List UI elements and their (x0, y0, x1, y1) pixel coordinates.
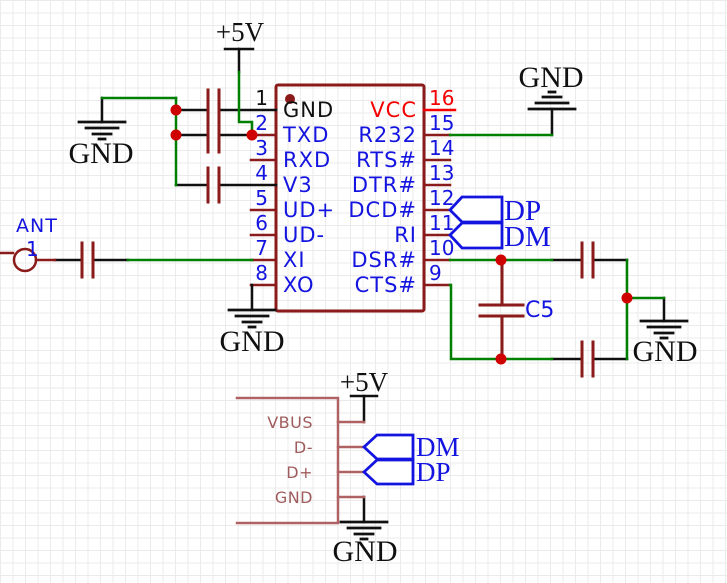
antenna-connector (0, 247, 57, 273)
capacitor-top-1 (206, 88, 221, 128)
ic-pin-name-v3: V3 (283, 173, 313, 197)
gnd-top-left-label: GND (68, 137, 134, 170)
gnd-mid-right-label: GND (632, 335, 698, 368)
net-flag-dm-bottom-label: DM (416, 432, 460, 462)
capacitor-right-bottom (580, 340, 595, 378)
gnd-below-ic-label: GND (219, 325, 285, 358)
ground-top-right-inverted (527, 90, 577, 111)
ic-pin-name-gnd: GND (283, 98, 335, 122)
antenna-pin-number: 1 (26, 237, 39, 261)
ic-pin-name-udp: UD+ (283, 198, 336, 222)
capacitor-right-top (580, 241, 595, 279)
plus5v-top-label: +5V (215, 17, 265, 47)
ic-pin-number-9: 9 (429, 261, 442, 285)
ic-pin-name-dtr: DTR# (351, 173, 417, 197)
ic-pin-name-vcc: VCC (370, 98, 417, 122)
ic-pin-number-12: 12 (429, 186, 455, 210)
ic-pin-name-ri: RI (394, 223, 417, 247)
ic-pin-number-6: 6 (255, 211, 268, 235)
usb-pin-label-vbus: VBUS (267, 413, 313, 432)
ic-body (274, 83, 426, 313)
capacitor-v3 (206, 166, 221, 204)
ic-pin-number-13: 13 (429, 161, 455, 185)
ic-pin-name-xi: XI (283, 248, 306, 272)
ic-pin-number-2: 2 (255, 111, 268, 135)
ic-pin-name-dsr: DSR# (351, 248, 417, 272)
plus5v-bottom-label: +5V (339, 367, 389, 397)
ic-pin-name-rxd: RXD (283, 148, 332, 172)
net-flag-dm-top-label: DM (504, 221, 551, 253)
ic-pin-number-8: 8 (255, 261, 268, 285)
ic-pin-name-xo: XO (283, 273, 315, 297)
ic-pin-number-14: 14 (429, 136, 455, 160)
ic-pin-number-5: 5 (255, 186, 268, 210)
net-flag-dp-bottom-label: DP (416, 457, 451, 487)
antenna-label: ANT (16, 215, 58, 237)
ground-below-ic (227, 308, 277, 329)
ic-pin-name-udm: UD- (283, 223, 326, 247)
ic-pin-number-4: 4 (255, 161, 268, 185)
capacitor-plates (80, 88, 595, 378)
ic-pin-name-r232: R232 (358, 123, 417, 147)
ic-pin-name-cts: CTS# (354, 273, 417, 297)
ic-pin-name-txd: TXD (283, 123, 330, 147)
ic-pin-number-11: 11 (429, 211, 455, 235)
capacitor-c5 (478, 258, 525, 361)
ic-pin1-marker (285, 94, 295, 104)
ic-pin-name-rts: RTS# (356, 148, 417, 172)
net-flag-shapes (361, 195, 504, 486)
capacitor-c5-label: C5 (525, 298, 555, 323)
ic-pin-number-3: 3 (255, 136, 268, 160)
net-flag-dp-bottom (361, 458, 415, 486)
capacitor-top-2 (206, 116, 221, 154)
capacitor-antenna (80, 241, 95, 279)
usb-pin-label-dplus: D+ (286, 463, 313, 482)
usb-pin-label-dminus: D- (293, 438, 313, 457)
ground-symbols (77, 90, 689, 541)
ic-pin-number-16: 16 (429, 86, 455, 110)
ic-pin-stubs (249, 133, 452, 287)
junction-dots (170, 104, 633, 365)
net-flag-dp-top-label: DP (504, 195, 542, 227)
ground-mid-right (639, 319, 689, 340)
net-flag-dm-bottom (361, 433, 415, 461)
ic-pin-number-10: 10 (429, 236, 455, 260)
black-wires (53, 47, 666, 524)
ic-pin-name-dcd: DCD# (348, 198, 417, 222)
ic-pin-number-15: 15 (429, 111, 455, 135)
net-flag-dp-top (448, 195, 504, 224)
usb-connector-outline (235, 396, 366, 525)
ic-pin-number-1: 1 (255, 86, 268, 110)
ground-bottom (339, 520, 389, 541)
ground-top-left (77, 120, 127, 141)
ic-pin-number-7: 7 (255, 236, 268, 260)
net-flag-dm-top (448, 221, 504, 250)
gnd-bottom-label: GND (332, 535, 398, 568)
gnd-top-right-label: GND (518, 61, 584, 94)
usb-pin-label-gnd: GND (274, 488, 313, 507)
